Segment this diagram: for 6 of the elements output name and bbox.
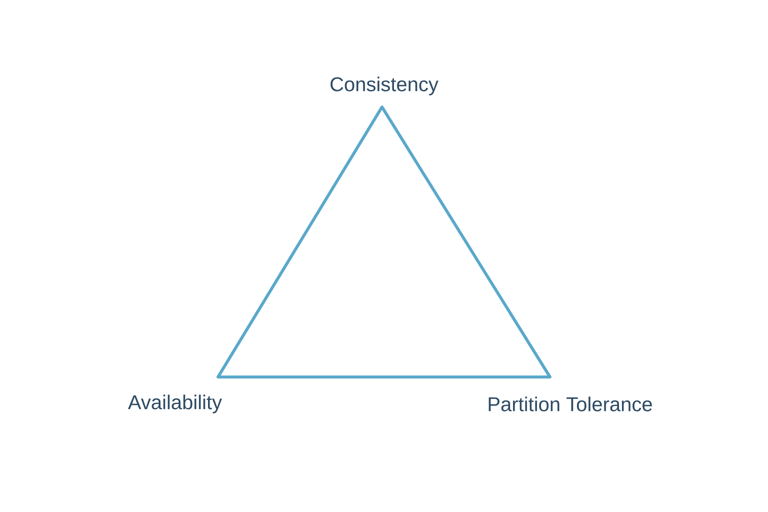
vertex-label: Partition Tolerance [488, 396, 652, 412]
triangle-side [216, 376, 552, 378]
triangle-side [216, 106, 384, 378]
vertex-label: Consistency [330, 76, 438, 96]
vertex-label: Availability [128, 394, 222, 414]
triangle-side [380, 106, 552, 378]
